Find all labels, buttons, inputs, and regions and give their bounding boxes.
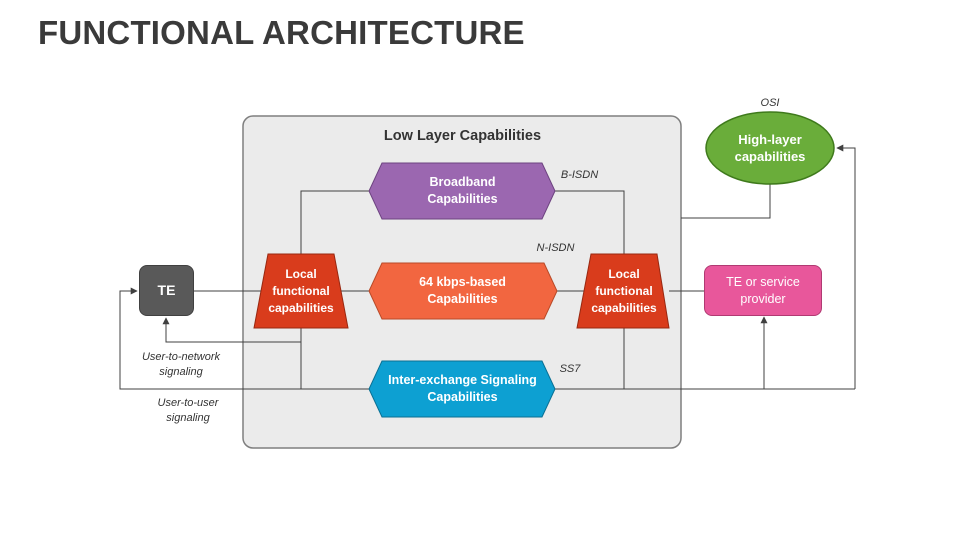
local-right-label: Local functional capabilities	[591, 266, 657, 315]
local-functional-right-shape	[576, 253, 670, 329]
user-to-user-annotation: User-to-user signaling	[157, 397, 219, 424]
connector-left-broadband	[300, 190, 369, 254]
signaling-capabilities-shape	[368, 360, 556, 418]
user-to-network-annotation: User-to-network signaling	[141, 351, 221, 378]
high-layer-label: High-layer capabilities	[734, 132, 806, 164]
high-layer-capabilities-shape	[705, 111, 835, 185]
connector-broadband-right	[555, 190, 625, 254]
n-isdn-annotation: N-ISDN	[536, 242, 575, 254]
local-left-label: Local functional capabilities	[268, 266, 334, 315]
arrow-user-to-user	[119, 287, 301, 390]
ss7-annotation: SS7	[559, 363, 581, 375]
te-node	[139, 265, 194, 316]
broadband-capabilities-shape	[368, 162, 556, 220]
arrow-user-to-network	[162, 317, 301, 343]
local-functional-left-shape	[253, 253, 349, 329]
kbps-label: 64 kbps-based Capabilities	[419, 275, 506, 306]
page-title: FUNCTIONAL ARCHITECTURE	[38, 14, 525, 51]
broadband-label: Broadband Capabilities	[427, 175, 498, 206]
connector-panel-high-layer	[681, 184, 771, 219]
signaling-label: Inter-exchange Signaling Capabilities	[388, 373, 537, 404]
osi-annotation: OSI	[760, 97, 780, 109]
kbps-capabilities-shape	[368, 262, 558, 320]
b-isdn-annotation: B-ISDN	[560, 169, 599, 181]
te-label: TE	[157, 282, 176, 298]
provider-label: TE or service provider	[726, 274, 800, 306]
low-layer-panel-title: Low Layer Capabilities	[383, 128, 542, 144]
arrow-to-high-layer	[836, 144, 856, 389]
service-provider-node	[704, 265, 822, 316]
